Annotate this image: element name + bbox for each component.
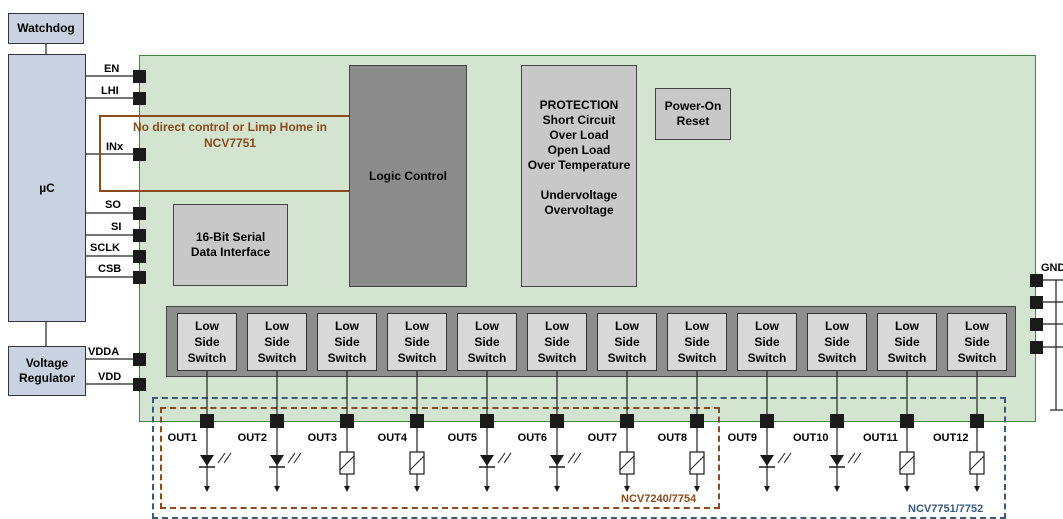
output-label-5: OUT5 <box>447 432 477 444</box>
pin-label-gnd: GND <box>1041 262 1063 274</box>
output-3-circuit <box>339 371 355 492</box>
pin-label-so: SO <box>105 199 121 211</box>
output-7-circuit <box>619 371 635 492</box>
pin-gnd-3 <box>1030 318 1043 331</box>
watchdog-block: Watchdog <box>8 13 84 44</box>
output-label-3: OUT3 <box>307 432 337 444</box>
output-12-circuit <box>969 371 985 492</box>
output-9-circuit <box>759 371 792 492</box>
microcontroller-label: µC <box>39 180 55 195</box>
output-label-11: OUT11 <box>863 432 898 444</box>
pin-label-csb: CSB <box>98 263 122 275</box>
pin-label-sclk: SCLK <box>90 242 120 254</box>
pin-si <box>133 229 146 242</box>
pin-label-si: SI <box>111 221 122 233</box>
output-10-circuit <box>829 371 862 492</box>
output-label-7: OUT7 <box>587 432 617 444</box>
ncv7240-variant-box <box>160 407 720 509</box>
serial-interface-label: 16-Bit Serial Data Interface <box>190 230 271 259</box>
pin-gnd-1 <box>1030 274 1043 287</box>
ncv7240-variant-label: NCV7240/7754 <box>621 493 697 505</box>
microcontroller-block: µC <box>8 54 86 322</box>
output-label-10: OUT10 <box>793 432 829 444</box>
output-label-9: OUT9 <box>727 432 757 444</box>
pin-so <box>133 207 146 220</box>
ncv7751-note-text: No direct control or Limp Home in NCV775… <box>132 120 327 150</box>
pin-gnd-4 <box>1030 341 1043 354</box>
output-2-circuit <box>269 371 302 492</box>
pin-gnd-2 <box>1030 296 1043 309</box>
voltage-regulator-block: Voltage Regulator <box>8 346 86 396</box>
output-label-1: OUT1 <box>167 432 197 444</box>
output-4-circuit <box>409 371 425 492</box>
pin-label-en: EN <box>104 63 120 75</box>
output-8-circuit <box>689 371 705 492</box>
output-11-circuit <box>899 371 915 492</box>
logic-control-label: Logic Control <box>369 168 447 183</box>
pin-label-inx: INx <box>106 141 124 153</box>
output-label-2: OUT2 <box>237 432 267 444</box>
power-on-reset-block: Power-On Reset <box>655 88 731 140</box>
switch-bank <box>166 306 1016 377</box>
pin-sclk <box>133 250 146 263</box>
protection-label: PROTECTION Short Circuit Over Load Open … <box>527 98 631 217</box>
pin-vdda <box>133 353 146 366</box>
serial-interface-block: 16-Bit Serial Data Interface <box>173 204 288 286</box>
ncv7751-variant-label: NCV7751/7752 <box>908 503 984 515</box>
pin-label-vdda: VDDA <box>88 346 120 358</box>
protection-block: PROTECTION Short Circuit Over Load Open … <box>521 65 637 287</box>
output-5-circuit <box>479 371 512 492</box>
logic-control-block: Logic Control <box>349 65 467 287</box>
pin-csb <box>133 271 146 284</box>
output-label-12: OUT12 <box>933 432 969 444</box>
watchdog-label: Watchdog <box>17 21 75 35</box>
output-1-circuit <box>199 371 232 492</box>
voltage-regulator-label: Voltage Regulator <box>18 356 75 385</box>
pin-vdd <box>133 378 146 391</box>
ncv7751-variant-box <box>152 397 1006 519</box>
output-label-6: OUT6 <box>517 432 547 444</box>
output-label-8: OUT8 <box>657 432 687 444</box>
output-label-4: OUT4 <box>377 432 407 444</box>
power-on-reset-label: Power-On Reset <box>664 99 722 128</box>
pin-inx <box>133 148 146 161</box>
pin-en <box>133 70 146 83</box>
pin-label-vdd: VDD <box>98 371 122 383</box>
output-6-circuit <box>549 371 582 492</box>
pin-label-lhi: LHI <box>101 85 119 97</box>
pin-lhi <box>133 92 146 105</box>
